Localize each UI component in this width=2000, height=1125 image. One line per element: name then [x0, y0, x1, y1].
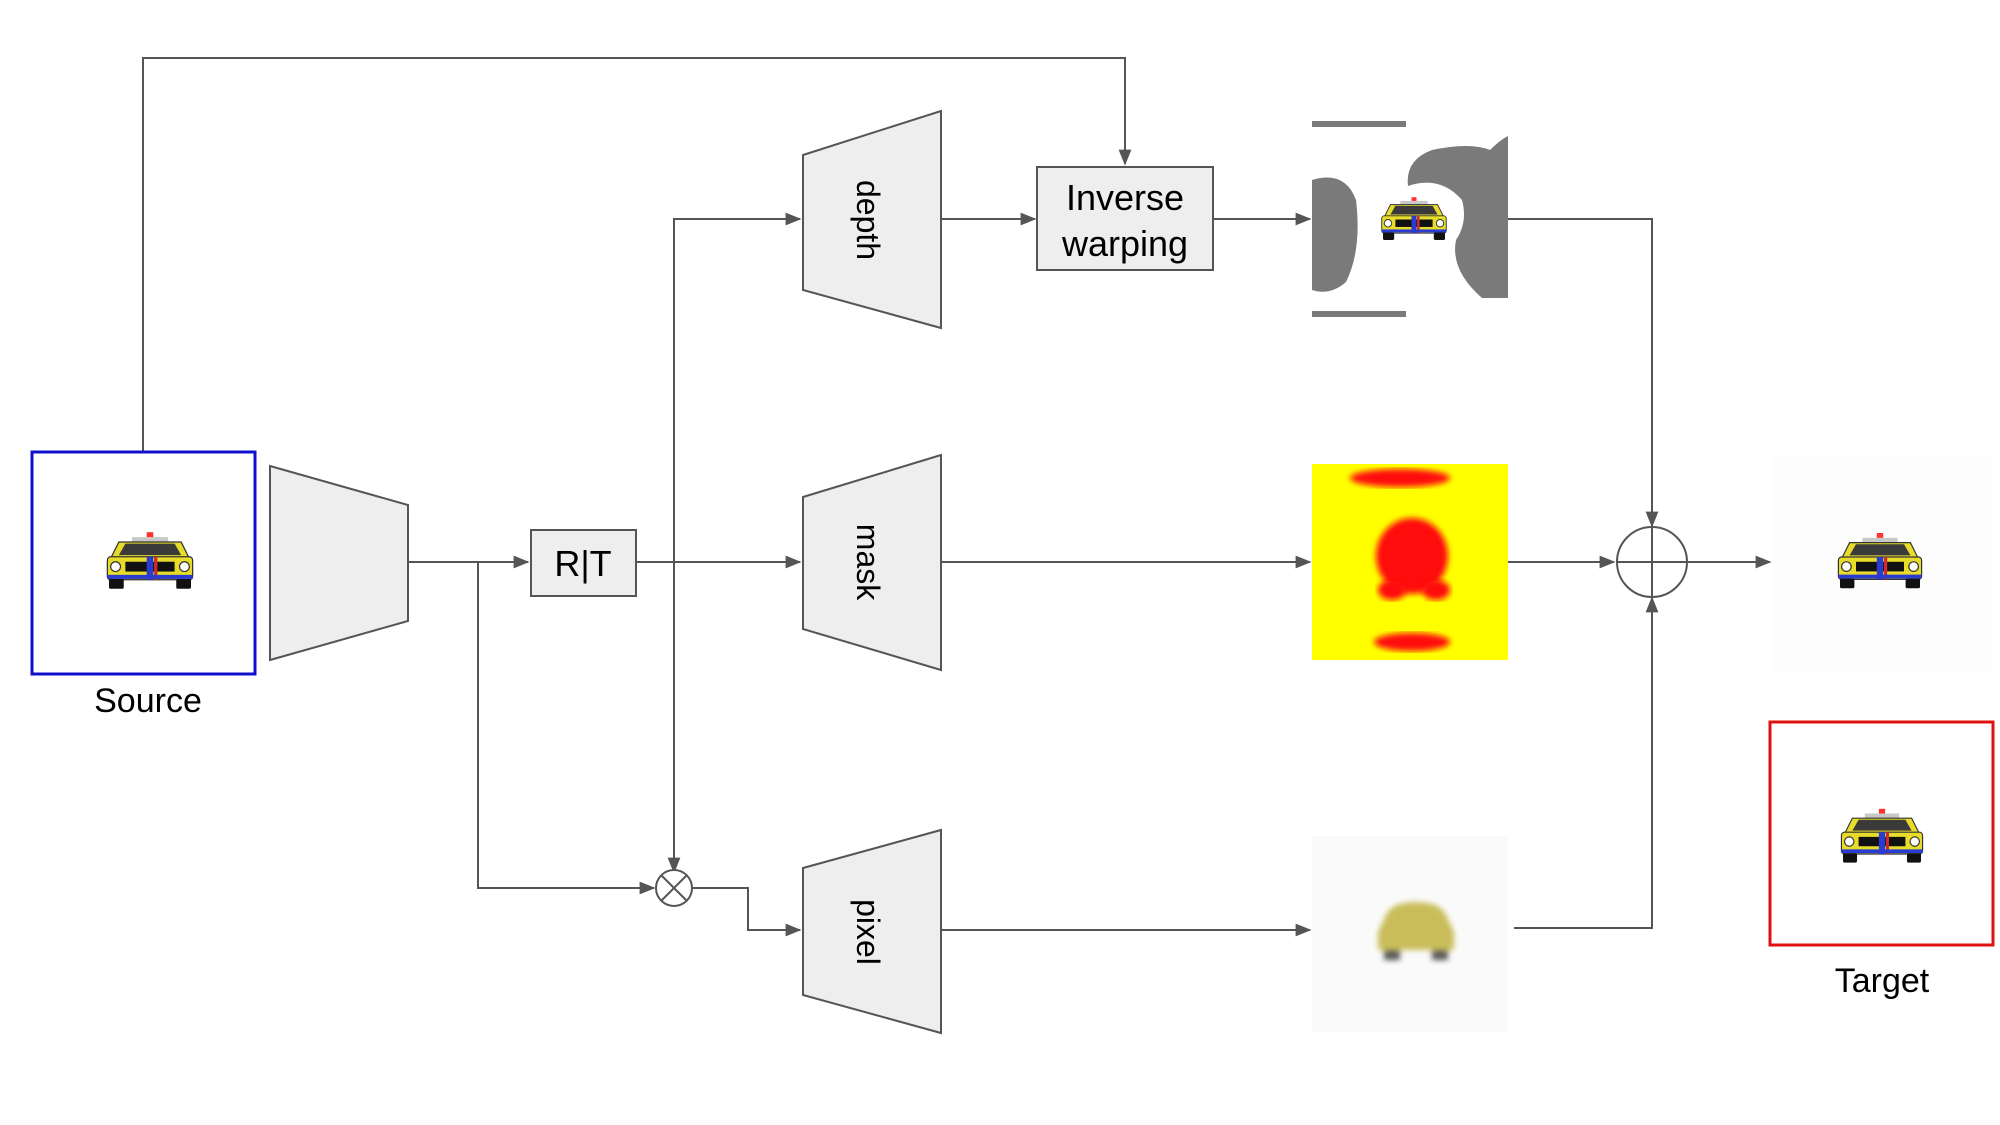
source-label: Source	[94, 682, 202, 720]
pixel-decoder-block	[802, 828, 942, 1035]
combine-plus-icon	[1616, 526, 1688, 598]
encoder-block	[269, 464, 409, 662]
pixelimg-to-combine-line	[1514, 596, 1659, 929]
rt-box	[530, 529, 637, 597]
depth-label: depth	[850, 180, 886, 260]
source-image	[30, 450, 257, 676]
output-image	[1773, 455, 1991, 673]
target-label: Target	[1835, 962, 1930, 1000]
inverse-warping-line2: warping	[1061, 223, 1188, 264]
warped-to-combine-line	[1508, 218, 1659, 528]
mask-image	[1312, 464, 1508, 660]
rt-to-depth-line	[673, 212, 802, 562]
pixel-image	[1312, 836, 1508, 1032]
target-image	[1768, 720, 1995, 947]
multiply-to-pixel-line	[693, 887, 802, 937]
inverse-warping-line1: Inverse	[1066, 177, 1184, 218]
mask-label: mask	[850, 524, 886, 601]
feature-to-multiply-line	[477, 562, 656, 895]
pixel-label: pixel	[850, 899, 886, 965]
inverse-warping-box	[1036, 166, 1214, 271]
warped-image	[1312, 121, 1508, 317]
connectors	[142, 57, 1772, 937]
source-to-warping-line	[142, 57, 1132, 452]
multiply-icon	[655, 869, 693, 907]
rt-label: R|T	[554, 543, 611, 584]
mask-decoder-block	[802, 453, 942, 672]
depth-decoder-block	[802, 109, 942, 330]
